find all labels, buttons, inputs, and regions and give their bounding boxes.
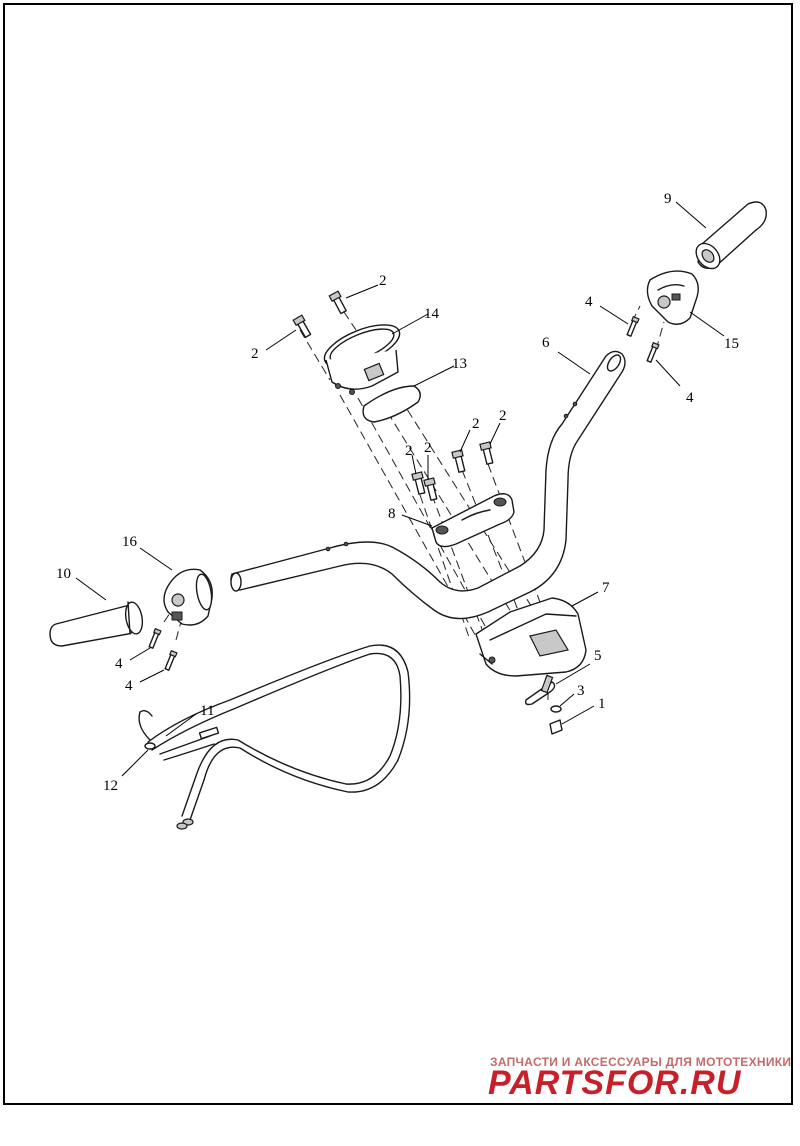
watermark: ЗАПЧАСТИ И АКСЕССУАРЫ ДЛЯ МОТОТЕХНИКИ PA… xyxy=(488,1055,791,1102)
left-grip xyxy=(49,601,144,647)
callout-8: 8 xyxy=(388,506,396,522)
callout-6: 6 xyxy=(542,335,550,351)
watermark-logo: PARTSFOR.RU xyxy=(488,1064,742,1102)
callout-10: 10 xyxy=(56,566,71,582)
callout-12: 12 xyxy=(103,778,118,794)
handlebar-clamp xyxy=(431,493,515,548)
assembly-guide-lines xyxy=(163,299,665,700)
callout-labels: 2 2 14 13 2 2 2 2 8 7 6 9 4 15 4 16 10 4… xyxy=(56,191,739,794)
callout-2d: 2 xyxy=(424,440,432,456)
fastener xyxy=(549,719,563,735)
handlebar xyxy=(230,350,626,620)
right-switch-housing xyxy=(646,270,699,325)
left-switch-housing xyxy=(163,568,213,626)
callout-13: 13 xyxy=(452,356,467,372)
callout-4b: 4 xyxy=(686,390,694,406)
callout-3: 3 xyxy=(577,683,585,699)
callout-4a: 4 xyxy=(585,294,593,310)
callout-16: 16 xyxy=(122,534,138,550)
cables xyxy=(138,644,411,830)
bolts xyxy=(292,290,494,501)
speedometer-gauge xyxy=(323,324,401,395)
clip xyxy=(524,674,556,706)
gauge-pad xyxy=(362,385,421,423)
callout-2f: 2 xyxy=(499,408,507,424)
callout-2e: 2 xyxy=(472,416,480,432)
callout-2b: 2 xyxy=(251,346,259,362)
callout-7: 7 xyxy=(602,580,610,596)
callout-5: 5 xyxy=(594,648,602,664)
washer xyxy=(550,705,562,713)
riser-base xyxy=(475,597,587,677)
callout-2c: 2 xyxy=(405,443,413,459)
callout-4c: 4 xyxy=(115,656,123,672)
callout-15: 15 xyxy=(724,336,739,352)
watermark-tagline: ЗАПЧАСТИ И АКСЕССУАРЫ ДЛЯ МОТОТЕХНИКИ xyxy=(490,1055,791,1069)
leader-lines xyxy=(75,201,725,777)
callout-4d: 4 xyxy=(125,678,133,694)
diagram-frame xyxy=(3,3,793,1105)
callout-1: 1 xyxy=(598,696,606,712)
right-grip xyxy=(695,201,767,270)
callout-2a: 2 xyxy=(379,273,387,289)
callout-14: 14 xyxy=(424,306,440,322)
callout-11: 11 xyxy=(200,703,214,719)
callout-9: 9 xyxy=(664,191,672,207)
screws xyxy=(148,315,660,671)
